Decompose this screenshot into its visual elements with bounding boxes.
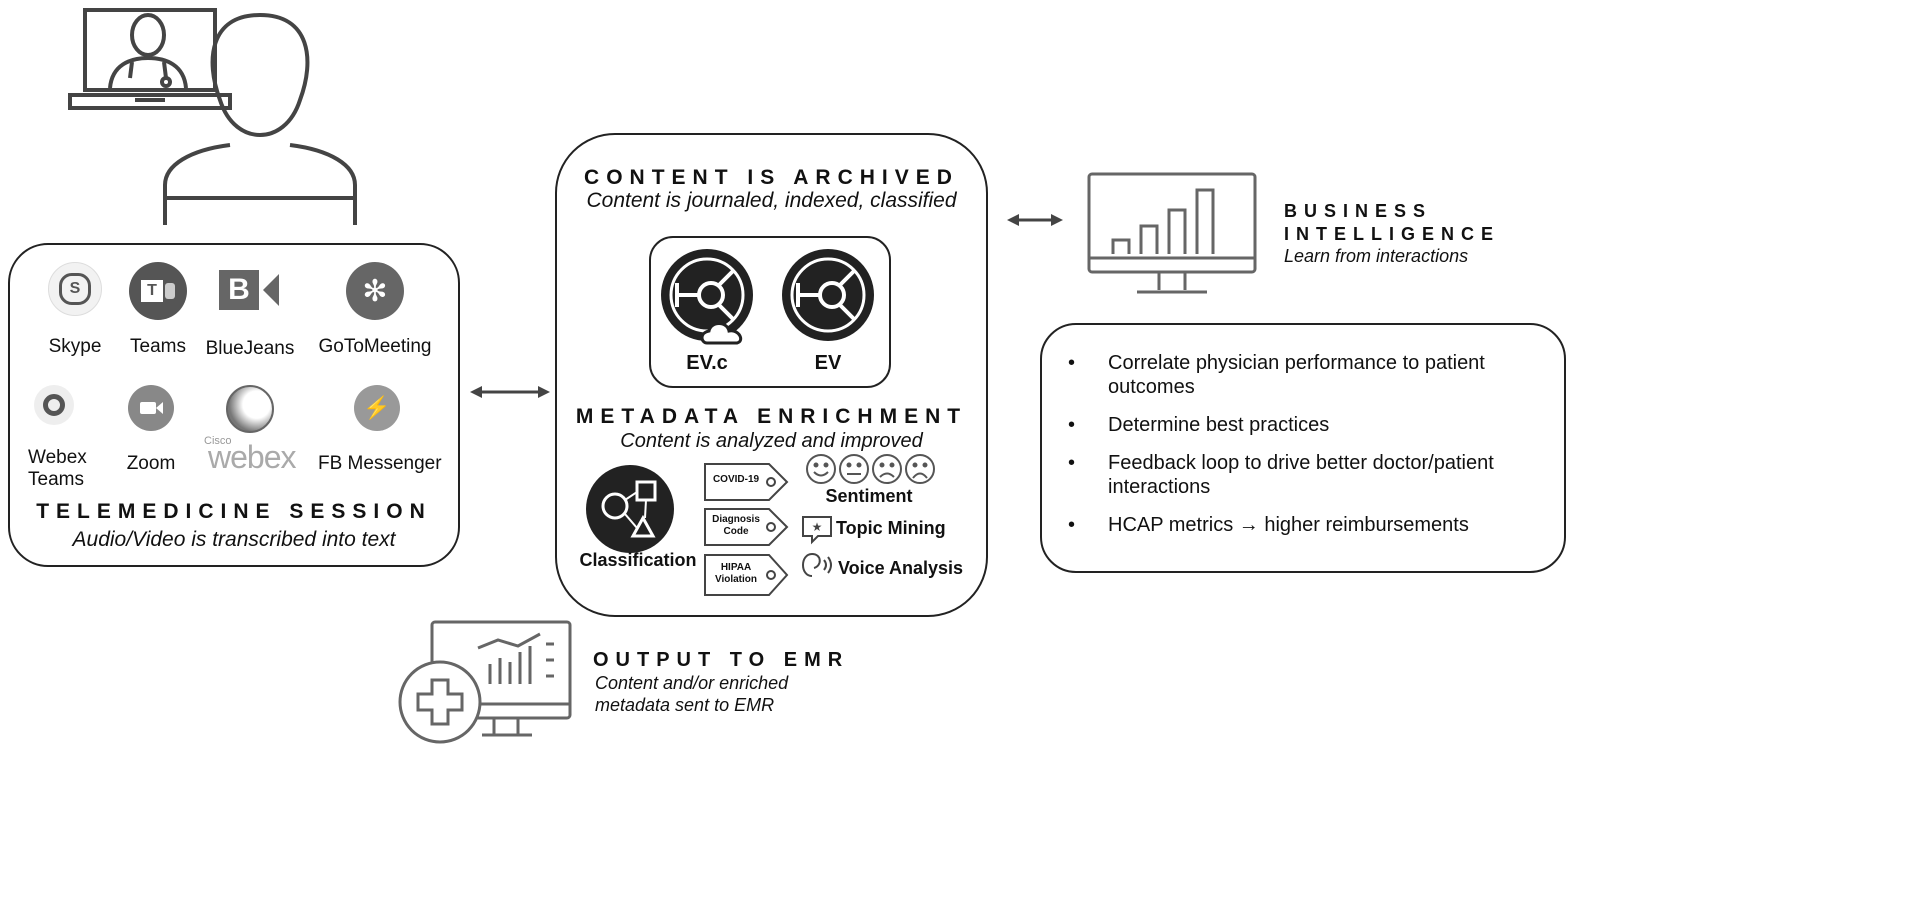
sentiment-label: Sentiment: [825, 486, 913, 506]
archive-subtitle: Content is journaled, indexed, classifie…: [586, 189, 957, 212]
business-title-line2: INTELLIGENCE: [1284, 224, 1501, 244]
business-title-line1: BUSINESS: [1284, 201, 1433, 221]
telemedicine-title: TELEMEDICINE SESSION: [36, 500, 432, 523]
bluejeans-label: BlueJeans: [205, 338, 295, 359]
bullet-dot: •: [1068, 352, 1076, 374]
topic-mining-label: Topic Mining: [836, 518, 946, 538]
tag-hipaa-label: HIPAA Violation: [714, 562, 758, 585]
ev-cloud-icon: [661, 249, 753, 345]
cisco-webex-app: Cisco webex: [200, 385, 300, 475]
tag-hipaa: HIPAA Violation: [703, 553, 789, 597]
gotomeeting-label: GoToMeeting: [318, 336, 432, 357]
bullet-text: Correlate physician performance to patie…: [1108, 352, 1485, 398]
classification-icon: [586, 465, 674, 553]
cisco-webex-icon: [226, 385, 274, 433]
bullet-dot: •: [1068, 514, 1076, 536]
ev-icon: [782, 249, 874, 341]
teams-app: T Teams: [118, 262, 198, 358]
arrow-archive-business: [1007, 214, 1063, 226]
ev-c-label: EV.c: [686, 352, 728, 374]
emr-title: OUTPUT TO EMR: [593, 649, 850, 671]
zoom-app: Zoom: [116, 385, 186, 475]
skype-icon: S: [48, 262, 102, 316]
bullet-dot: •: [1068, 452, 1076, 474]
sentiment-faces-icon: [806, 454, 935, 484]
topic-mining-icon: ★: [802, 516, 832, 545]
tag-covid: COVID-19: [703, 462, 789, 502]
emr-monitor-icon: [398, 620, 572, 744]
tag-diagnosis-code: Diagnosis Code: [703, 507, 789, 547]
ev-label: EV: [814, 352, 842, 374]
arrow-telemedicine-archive: [470, 386, 550, 398]
zoom-icon: [128, 385, 174, 431]
telemedicine-illustration: [68, 8, 357, 225]
webex-teams-label: Webex Teams: [28, 447, 87, 490]
webex-teams-icon: [34, 385, 74, 425]
bullet-text: HCAP metrics → higher reimbursements: [1108, 514, 1469, 536]
emr-subtitle-line1: Content and/or enriched: [595, 673, 789, 693]
skype-app: S Skype: [40, 262, 110, 358]
bullet-text: Feedback loop to drive better doctor/pat…: [1108, 452, 1494, 498]
metadata-subtitle: Content is analyzed and improved: [620, 430, 923, 452]
telemedicine-subtitle: Audio/Video is transcribed into text: [72, 528, 396, 551]
classification-label: Classification: [579, 550, 697, 570]
bullet-item: • HCAP metrics → higher reimbursements: [1068, 513, 1548, 537]
emr-subtitle-line2: metadata sent to EMR: [595, 695, 775, 715]
voice-analysis-label: Voice Analysis: [838, 558, 964, 578]
gotomeeting-icon: ✻: [346, 262, 404, 320]
gotomeeting-app: ✻ GoToMeeting: [310, 262, 440, 358]
zoom-label: Zoom: [126, 453, 176, 474]
bullet-item: • Correlate physician performance to pat…: [1068, 351, 1548, 399]
business-subtitle: Learn from interactions: [1284, 246, 1469, 266]
svg-text:★: ★: [812, 520, 823, 534]
tag-diagnosis-label: Diagnosis Code: [712, 514, 760, 537]
cisco-webex-logo: Cisco: [204, 435, 232, 447]
fb-messenger-label: FB Messenger: [318, 453, 442, 474]
cisco-webex-logo-text: webex: [208, 439, 296, 475]
archive-title: CONTENT IS ARCHIVED: [584, 166, 959, 189]
fb-messenger-app: ⚡ FB Messenger: [310, 385, 460, 475]
business-bullets-box: [1040, 323, 1566, 573]
teams-label: Teams: [130, 336, 186, 357]
bar-chart-monitor-icon: [1087, 172, 1257, 294]
bluejeans-app: B BlueJeans: [200, 262, 300, 360]
bullet-dot: •: [1068, 414, 1076, 436]
bullet-text: Determine best practices: [1108, 414, 1330, 436]
bullet-list: • Correlate physician performance to pat…: [1068, 351, 1548, 537]
bluejeans-icon: B: [219, 266, 281, 318]
fb-messenger-icon: ⚡: [354, 385, 400, 431]
skype-label: Skype: [48, 336, 102, 357]
tag-covid-label: COVID-19: [712, 474, 760, 485]
teams-icon: T: [129, 262, 187, 320]
bullet-item: • Determine best practices: [1068, 413, 1548, 437]
metadata-title: METADATA ENRICHMENT: [575, 405, 968, 428]
bullet-item: • Feedback loop to drive better doctor/p…: [1068, 451, 1548, 499]
webex-teams-app: Webex Teams: [28, 385, 98, 491]
voice-analysis-icon: [802, 552, 832, 577]
